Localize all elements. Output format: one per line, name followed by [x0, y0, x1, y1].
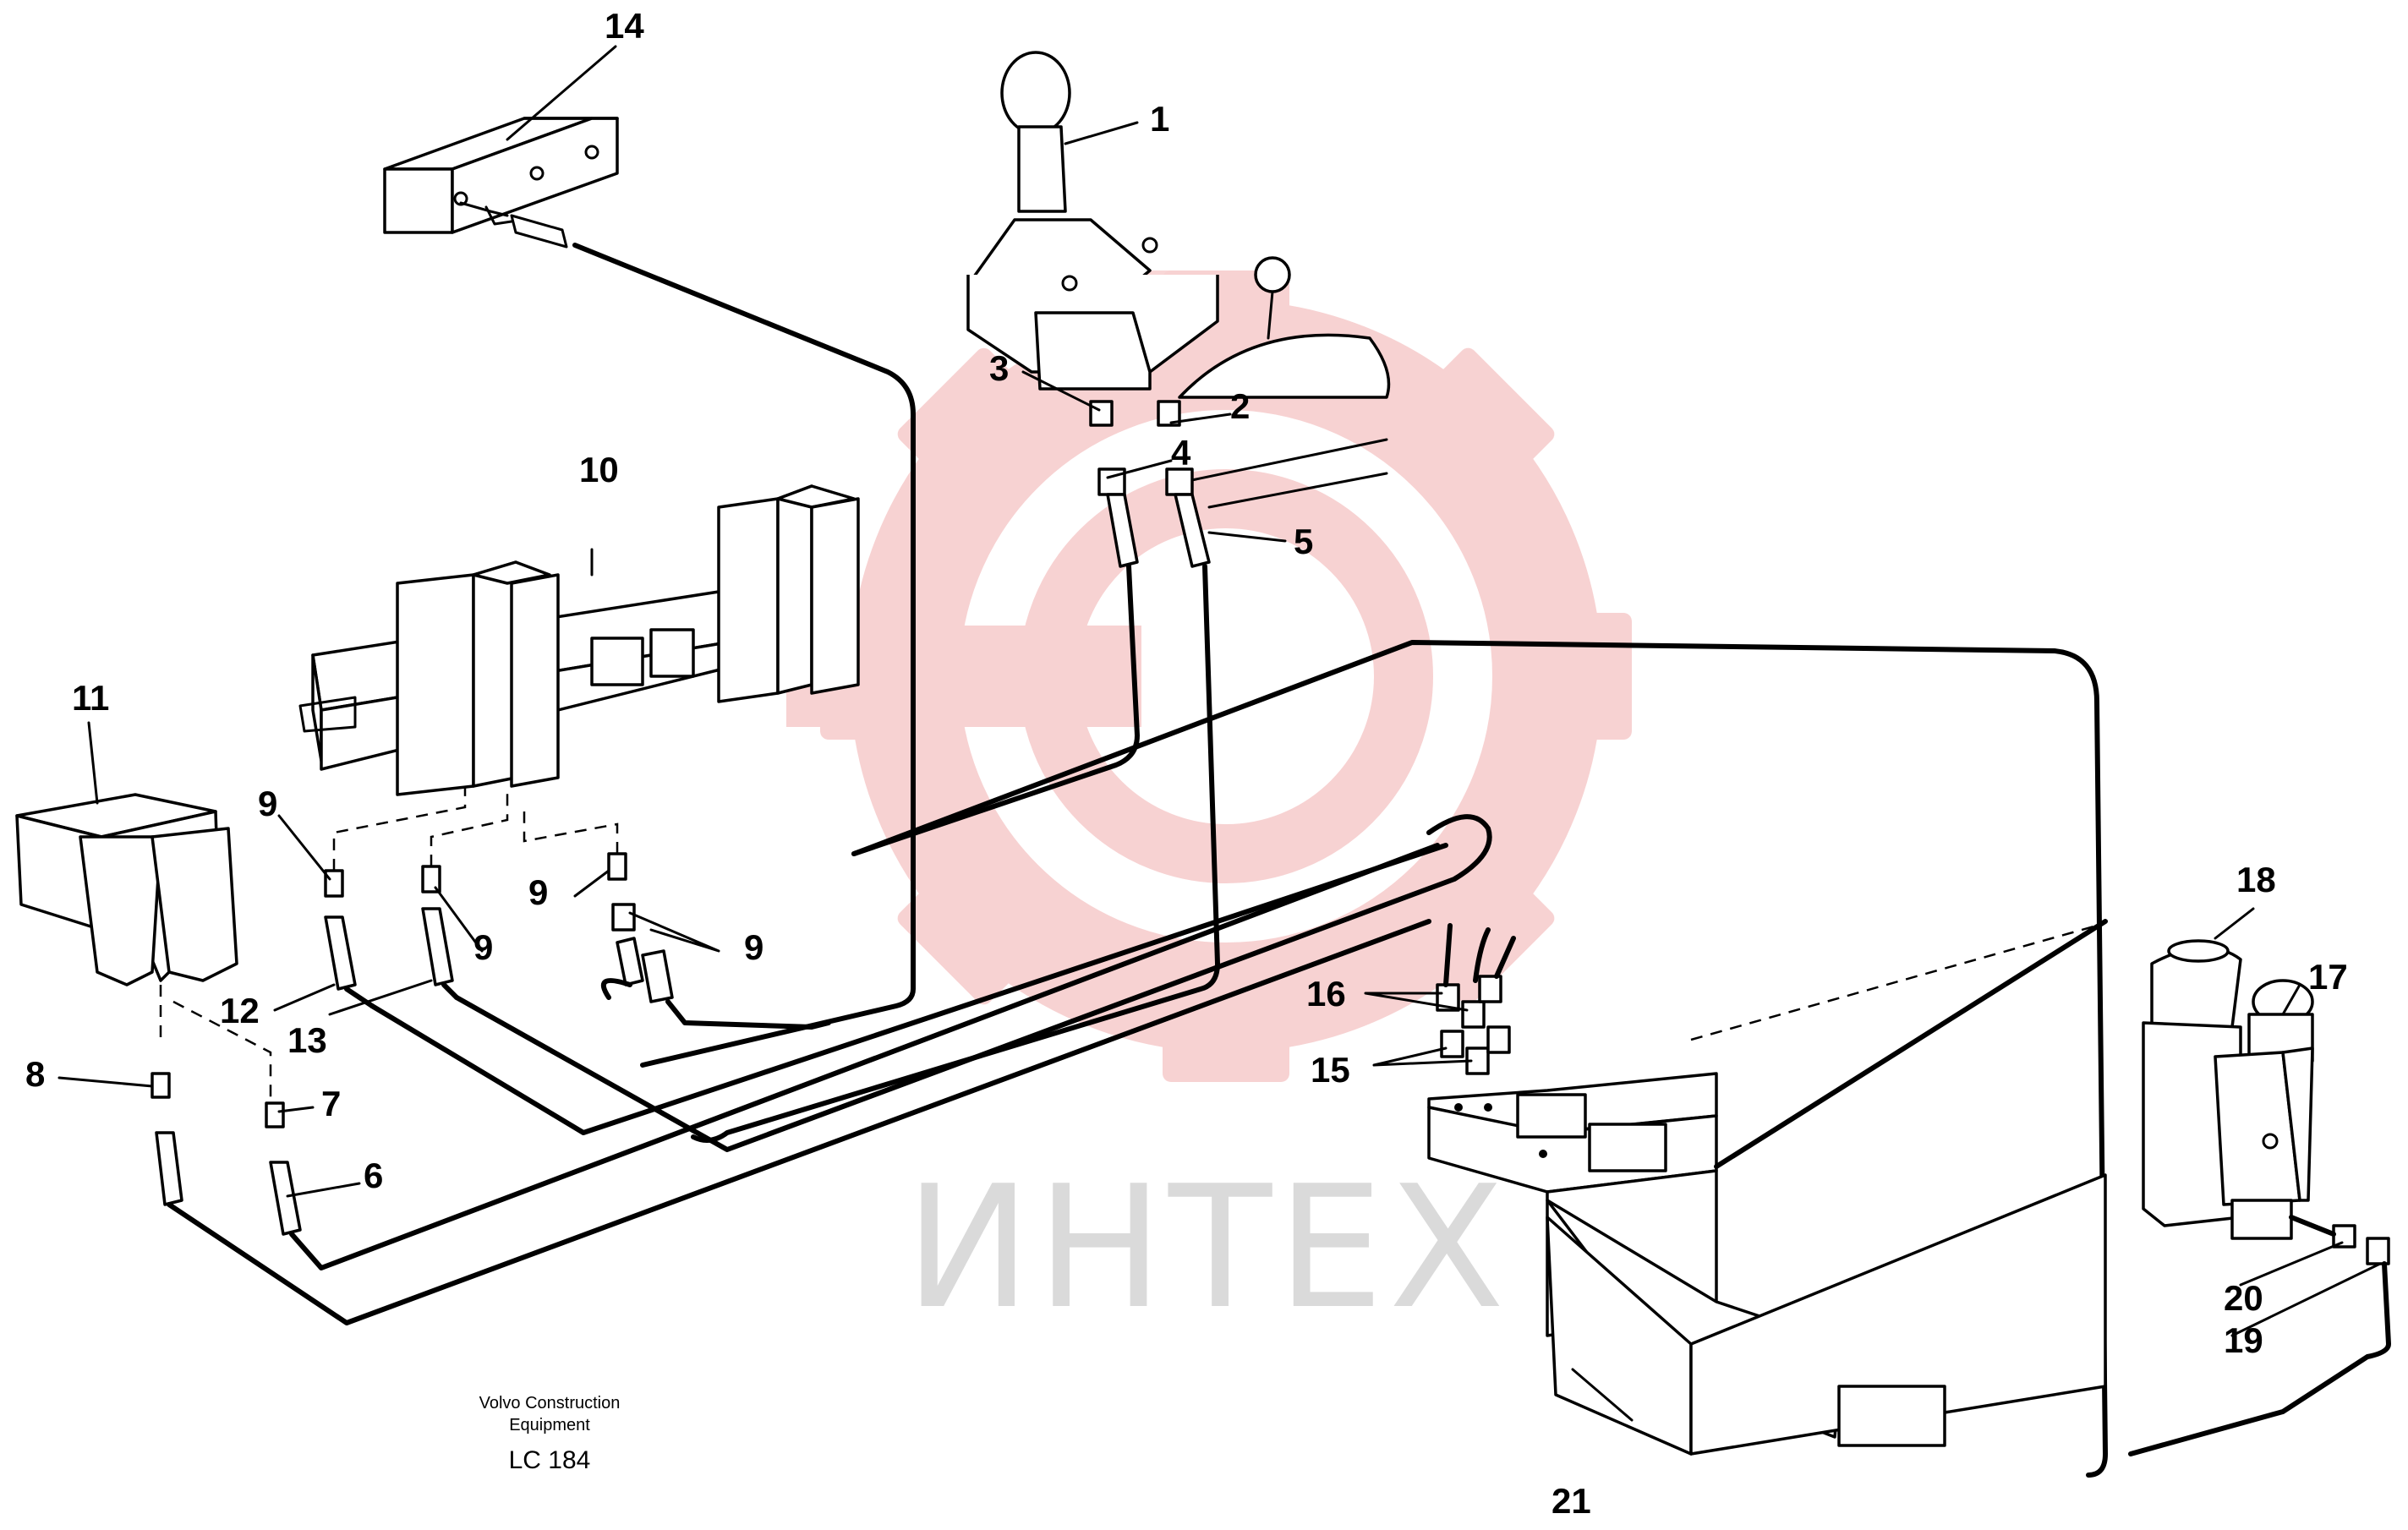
- callout-2: 2: [1230, 386, 1250, 426]
- callout-10: 10: [579, 450, 619, 489]
- part-1-lever-arm: [1178, 256, 1391, 509]
- callout-6: 6: [364, 1156, 383, 1195]
- callout-17: 17: [2308, 957, 2348, 997]
- fittings-19-20: [2332, 1224, 2390, 1265]
- callout-1: 1: [1150, 99, 1169, 139]
- fittings-15-16: [1436, 923, 1516, 1075]
- caption-line-2: Equipment: [509, 1416, 590, 1434]
- callout-labels: 1 2 3 4 5 6 7 8 9 9 9 9 10 11 12 13 14 1…: [25, 6, 2348, 1521]
- callout-14: 14: [605, 6, 644, 46]
- hose-19-20: [2128, 1215, 2391, 1456]
- part-18-accumulator: [2142, 939, 2242, 1227]
- part-10-valve-bank: [298, 484, 860, 796]
- hose-main-5: [851, 640, 2108, 1478]
- hose-main-2: [289, 843, 1440, 1270]
- callout-18: 18: [2236, 860, 2276, 899]
- callout-13: 13: [287, 1020, 327, 1060]
- callout-5: 5: [1294, 522, 1313, 561]
- callout-9d: 9: [744, 927, 763, 967]
- fittings-6-7-8: [150, 1072, 302, 1236]
- part-1-joystick: [966, 51, 1219, 391]
- hose-main-1: [167, 919, 1431, 1325]
- callout-20: 20: [2224, 1278, 2263, 1318]
- caption-code: LC 184: [509, 1446, 591, 1474]
- hose-5-a: [851, 564, 1140, 856]
- callout-leaders: [57, 45, 2382, 1422]
- callout-8: 8: [25, 1054, 45, 1094]
- tank-hidden-line: [1690, 924, 2098, 1041]
- hose-9: [600, 978, 831, 1030]
- part-14-block: [383, 117, 619, 249]
- tank-top-line: [1714, 919, 2108, 1169]
- callout-19: 19: [2224, 1320, 2263, 1360]
- callout-11: 11: [72, 678, 109, 718]
- callout-7: 7: [321, 1084, 341, 1123]
- callout-15: 15: [1311, 1050, 1350, 1090]
- callout-16: 16: [1306, 974, 1346, 1014]
- hose-5-b: [691, 564, 1220, 1143]
- dashed-leaders: [159, 786, 619, 1099]
- callout-9c: 9: [528, 872, 548, 912]
- callout-4: 4: [1171, 433, 1191, 473]
- hose-12-13: [344, 982, 459, 1008]
- watermark-text: ИНТЕХ: [905, 1150, 1510, 1347]
- part-11-block: [15, 793, 238, 986]
- caption: Volvo Construction Equipment LC 184: [479, 1394, 621, 1474]
- callout-9a: 9: [258, 784, 277, 823]
- part-21-tank: [1427, 1072, 2107, 1456]
- hose-main-3: [369, 843, 1448, 1135]
- caption-line-1: Volvo Construction: [479, 1394, 621, 1413]
- part-17-valve: [2214, 979, 2314, 1240]
- callout-3: 3: [989, 348, 1009, 388]
- fittings-2-3-4: [1089, 400, 1211, 568]
- fittings-9: [324, 852, 674, 1003]
- hose-main-4: [454, 814, 1492, 1152]
- callout-12: 12: [220, 991, 260, 1030]
- hose-14: [572, 243, 916, 1068]
- callout-9b: 9: [473, 927, 493, 967]
- callout-21: 21: [1552, 1481, 1591, 1521]
